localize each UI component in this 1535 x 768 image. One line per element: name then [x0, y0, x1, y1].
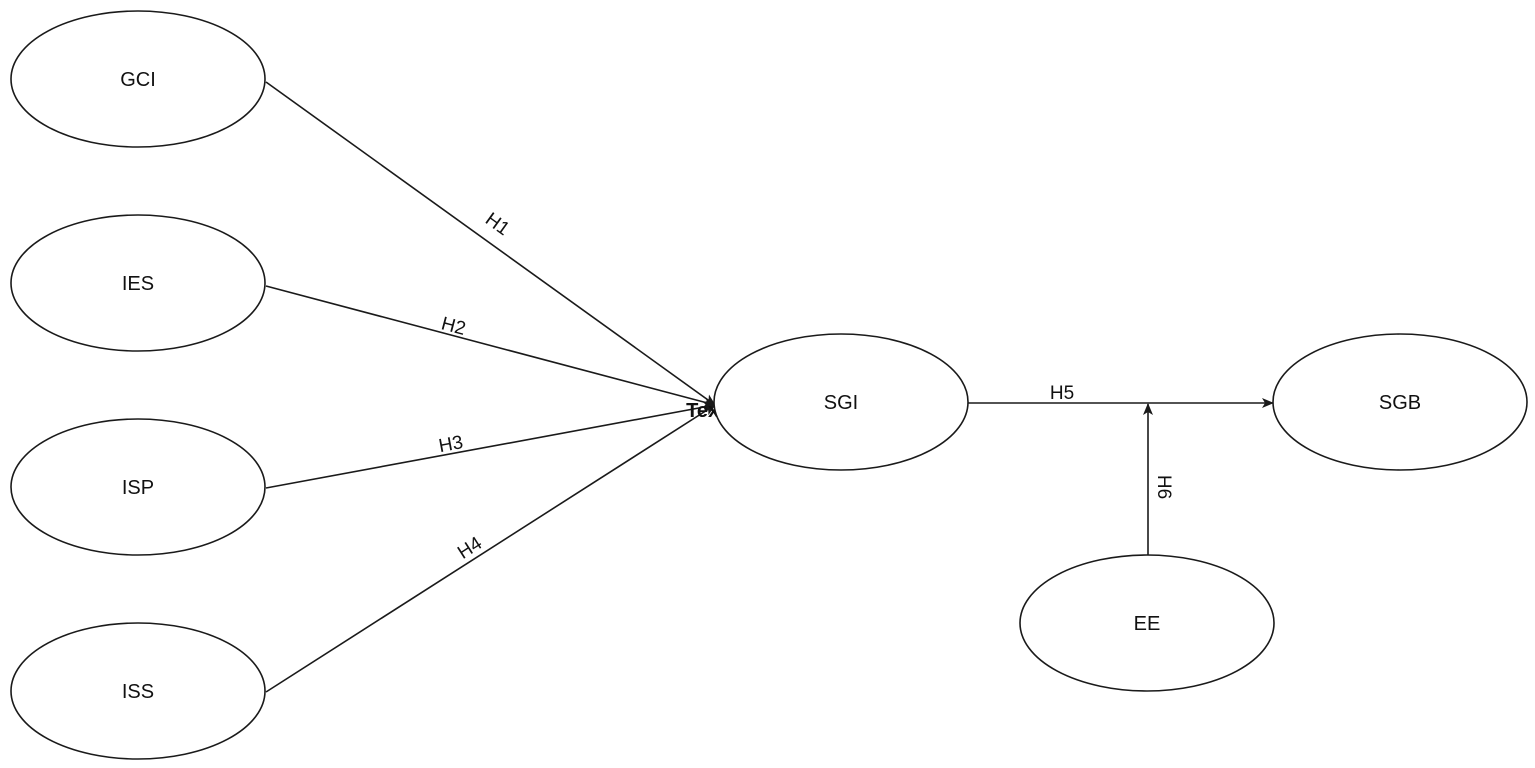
node-ies-shape: [10, 214, 266, 352]
edge-label-h3: H3: [437, 432, 465, 457]
edge-label-h6: H6: [1153, 475, 1174, 499]
node-sgi-label: SGI: [824, 392, 858, 414]
edge-label-h1: H1: [481, 209, 513, 240]
edge-gci-sgi: [265, 81, 716, 406]
edges: [265, 81, 1274, 693]
node-iss-label: ISS: [122, 681, 154, 703]
node-gci-label: GCI: [120, 69, 156, 91]
edge-ies-sgi: [265, 285, 716, 408]
edge-iss-sgi: [265, 404, 716, 693]
node-sgb: SGB: [1272, 333, 1528, 471]
node-isp: ISP: [10, 418, 266, 556]
edge-isp-sgi: [265, 402, 716, 489]
edge-labels: H1 H2 H3 H4 H5 H6: [437, 209, 1174, 564]
node-isp-shape: [10, 418, 266, 556]
node-iss: ISS: [10, 622, 266, 760]
node-ee-shape: [1019, 554, 1275, 692]
node-ee-label: EE: [1134, 613, 1161, 635]
edge-label-h5: H5: [1050, 383, 1074, 404]
node-ies-label: IES: [122, 273, 154, 295]
node-ies: IES: [10, 214, 266, 352]
node-sgb-label: SGB: [1379, 392, 1421, 414]
node-ee: EE: [1019, 554, 1275, 692]
node-iss-shape: [10, 622, 266, 760]
node-sgb-shape: [1272, 333, 1528, 471]
node-sgi-shape: [713, 333, 969, 471]
node-isp-label: ISP: [122, 477, 154, 499]
node-gci: GCI: [10, 10, 266, 148]
edge-label-h2: H2: [439, 313, 468, 340]
node-gci-shape: [10, 10, 266, 148]
edge-label-h4: H4: [454, 533, 486, 564]
node-sgi: SGI: [713, 333, 969, 471]
